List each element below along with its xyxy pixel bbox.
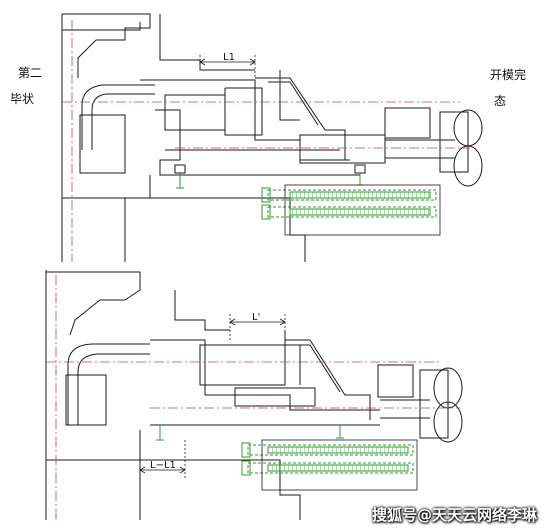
bottom-dim-offset (139, 440, 186, 478)
watermark: 搜狐号@天天云网络李琳 (371, 506, 537, 524)
bottom-dim-label-offset: L−L1 (150, 460, 176, 471)
bottom-centerlines (46, 275, 460, 520)
top-pins (176, 172, 364, 189)
bottom-dim-label-lprime: L' (252, 312, 260, 323)
top-centerlines (62, 20, 470, 262)
top-bolts (261, 187, 437, 220)
top-dim-l1 (199, 55, 256, 78)
right-caption-line2: 态 (494, 94, 507, 108)
bottom-bolts (241, 442, 414, 476)
bottom-dim-lprime (229, 314, 286, 340)
right-caption-line1: 开模完 (490, 68, 527, 82)
top-view (61, 13, 483, 262)
top-dim-label: L1 (223, 52, 235, 63)
bottom-pins (156, 425, 344, 441)
bottom-view (45, 270, 463, 520)
left-caption-line2: 毕状 (10, 92, 35, 106)
left-caption-line1: 第二 (18, 66, 43, 80)
